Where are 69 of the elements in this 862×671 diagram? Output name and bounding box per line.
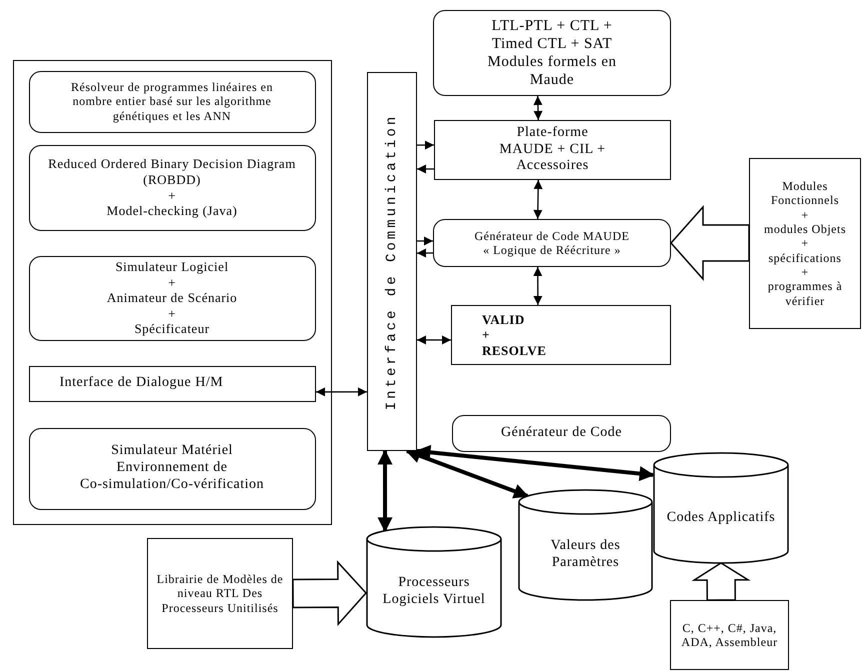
block-arrow bbox=[692, 562, 751, 601]
process-box bbox=[451, 305, 671, 365]
arrow bbox=[416, 444, 654, 482]
node-label: Générateur de Code bbox=[501, 425, 622, 442]
rounded-box bbox=[433, 219, 671, 267]
arrow bbox=[417, 164, 434, 174]
process-box bbox=[367, 72, 417, 451]
arrow bbox=[406, 448, 529, 498]
node-label: Environnement de bbox=[116, 460, 228, 477]
process-box bbox=[434, 120, 671, 180]
arrow bbox=[316, 387, 367, 396]
process-box bbox=[670, 600, 789, 670]
node-label: + bbox=[168, 188, 176, 204]
process-box bbox=[147, 538, 293, 649]
node-label: LTL-PTL + CTL + Timed CTL + SAT Modules formels en Maude bbox=[486, 17, 618, 89]
rounded-box bbox=[28, 144, 316, 230]
process-box bbox=[749, 158, 861, 329]
rounded-box bbox=[452, 415, 671, 452]
node-label: + bbox=[801, 236, 809, 251]
vertical-label: Interface de Communication bbox=[384, 113, 400, 410]
arrow bbox=[533, 180, 543, 219]
node-label: Spécificateur bbox=[134, 321, 210, 337]
node-label: C, C++, C#, Java, ADA, Assembleur bbox=[680, 620, 779, 650]
rounded-box bbox=[28, 428, 316, 510]
node-label: Plate-forme bbox=[516, 124, 588, 142]
node-label: MAUDE + CIL + bbox=[499, 142, 606, 158]
node-label: spécifications bbox=[768, 250, 842, 266]
node-label: Codes Applicatifs bbox=[666, 510, 776, 526]
node-label: modules Objets bbox=[764, 222, 846, 236]
database-cylinder bbox=[653, 453, 789, 563]
node-label: Simulateur Logiciel bbox=[115, 259, 229, 275]
node-label: Simulateur Matériel bbox=[111, 443, 233, 460]
node-label: Interface de Dialogue H/M bbox=[60, 375, 224, 392]
arrow bbox=[417, 236, 433, 246]
rounded-box bbox=[28, 256, 316, 340]
node-label: programmes à vérifier bbox=[766, 279, 844, 308]
node-label: Model-checking (Java) bbox=[106, 203, 238, 219]
arrow bbox=[533, 96, 543, 120]
node-label: + bbox=[801, 208, 809, 222]
node-label: « Logique de Réécriture » bbox=[483, 243, 621, 258]
node-label: + bbox=[168, 306, 176, 322]
node-label: Accessoires bbox=[516, 158, 589, 176]
node-label: Modules Fonctionnels bbox=[770, 178, 840, 208]
node-label: Librairie de Modèles de niveau RTL Des Processeurs Unitilisés bbox=[156, 572, 284, 616]
node-label: Reduced Ordered Binary Decision Diagram (ROBDD) bbox=[47, 156, 297, 188]
node-label: Processeurs Logiciels Virtuel bbox=[382, 575, 486, 609]
arrow bbox=[533, 267, 542, 305]
node-label: Générateur de Code MAUDE bbox=[474, 228, 630, 243]
database-cylinder bbox=[366, 527, 502, 637]
node-label: Valeurs des Paramètres bbox=[550, 538, 622, 572]
node-label: RESOLVE bbox=[482, 342, 546, 358]
node-label: + bbox=[168, 274, 176, 290]
process-box bbox=[28, 366, 316, 402]
panel-box bbox=[13, 60, 332, 525]
rounded-box bbox=[433, 10, 671, 96]
block-arrow bbox=[292, 560, 368, 626]
arrow bbox=[417, 140, 434, 150]
node-label: VALID bbox=[482, 312, 525, 328]
block-arrow bbox=[670, 205, 750, 281]
node-label: Animateur de Scénario bbox=[106, 290, 238, 306]
node-label: + bbox=[801, 265, 809, 280]
node-label: Résolveur de programmes linéaires en nombre entier basé sur les algorithme génétiques et les ANN bbox=[70, 80, 274, 124]
rounded-box bbox=[28, 70, 316, 132]
node-label: + bbox=[482, 327, 490, 343]
node-label: Co-simulation/Co-vérification bbox=[80, 476, 264, 494]
arrow bbox=[378, 450, 393, 532]
arrow bbox=[417, 335, 451, 344]
arrow bbox=[417, 248, 433, 258]
database-cylinder bbox=[518, 490, 653, 600]
